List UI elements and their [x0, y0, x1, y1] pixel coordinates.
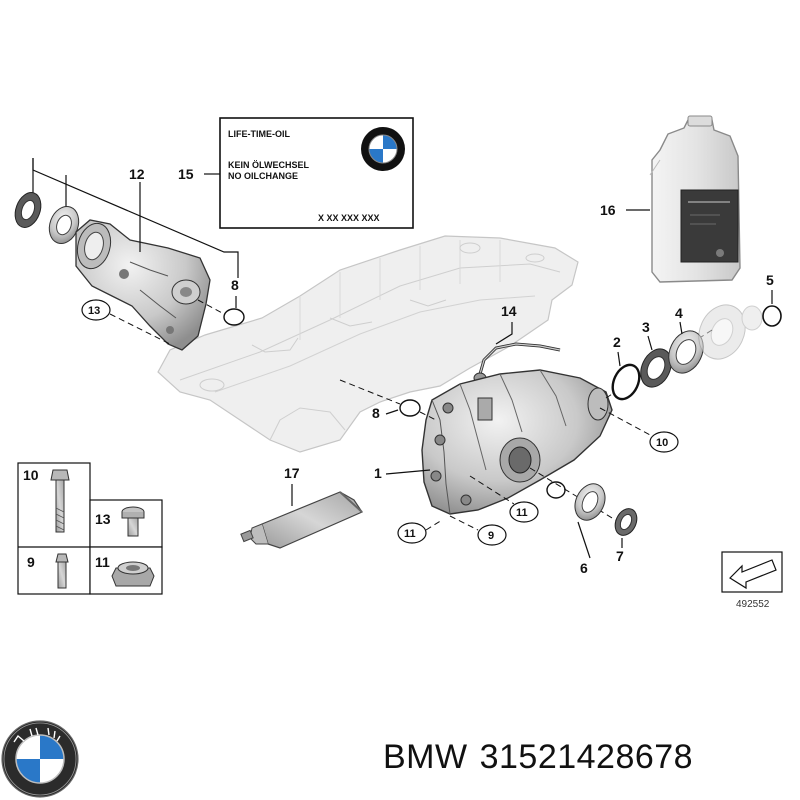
oil-label-line1: LIFE-TIME-OIL — [228, 129, 290, 139]
seal-ring-3 — [640, 348, 672, 388]
callout-11-left: 11 — [404, 528, 416, 540]
o-ring-left — [223, 308, 245, 326]
seal-ring-6 — [574, 483, 606, 521]
differential-housing — [421, 369, 613, 515]
o-ring-middle — [399, 399, 421, 417]
callout-17: 17 — [284, 465, 300, 481]
seal-ring-4 — [668, 330, 704, 374]
seal-ring-left-1 — [14, 192, 42, 228]
drain-plug-icon — [111, 561, 155, 587]
diagram-number: 492552 — [736, 599, 770, 610]
o-ring-5 — [762, 305, 782, 327]
callout-16: 16 — [600, 202, 616, 218]
callout-1: 1 — [374, 465, 382, 481]
seal-ring-7 — [614, 508, 638, 536]
legend-item-10: 10 — [23, 467, 39, 483]
o-ring-bottom — [546, 481, 566, 499]
output-flange-ghost — [698, 304, 763, 360]
oil-label-code: X XX XXX XXX — [318, 213, 380, 223]
oil-label-line3: NO OILCHANGE — [228, 171, 298, 181]
bmw-logo-small — [361, 127, 405, 171]
callout-8-left: 8 — [231, 277, 239, 293]
diagram-id-box: 492552 — [721, 551, 783, 610]
caption-brand: BMW — [383, 738, 468, 776]
oil-label-box: LIFE-TIME-OIL KEIN ÖLWECHSEL NO OILCHANG… — [219, 117, 414, 229]
oil-label-line2: KEIN ÖLWECHSEL — [228, 160, 310, 170]
oil-bottle — [649, 115, 741, 283]
legend-item-9: 9 — [27, 554, 35, 570]
callout-13: 13 — [88, 305, 100, 317]
callout-9: 9 — [488, 530, 494, 542]
callout-7: 7 — [616, 548, 624, 564]
callout-8-middle: 8 — [372, 405, 380, 421]
callout-5: 5 — [766, 272, 774, 288]
callout-6: 6 — [580, 560, 588, 576]
legend-item-13: 13 — [95, 511, 111, 527]
seal-ring-left-2 — [48, 206, 80, 244]
fastener-legend: 10 13 9 11 — [17, 462, 163, 595]
long-bolt-icon — [50, 469, 70, 533]
callout-3: 3 — [642, 319, 650, 335]
callout-11-right: 11 — [516, 507, 528, 519]
oil-pan — [157, 235, 579, 453]
callout-10: 10 — [656, 437, 668, 449]
sealant-tube — [240, 491, 363, 549]
flange-housing-12 — [75, 219, 211, 351]
bmw-logo-icon — [1, 720, 79, 798]
callout-2: 2 — [613, 334, 621, 350]
caption: BMW 31521428678 — [383, 738, 705, 777]
seal-ring-2 — [611, 363, 641, 401]
callout-15: 15 — [178, 166, 194, 182]
caption-part-number: 31521428678 — [479, 738, 694, 776]
short-bolt-icon — [121, 506, 145, 537]
callout-12: 12 — [129, 166, 145, 182]
callout-14: 14 — [501, 303, 517, 319]
legend-item-11: 11 — [95, 554, 110, 570]
stud-bolt-icon — [55, 553, 69, 589]
callout-4: 4 — [675, 305, 683, 321]
